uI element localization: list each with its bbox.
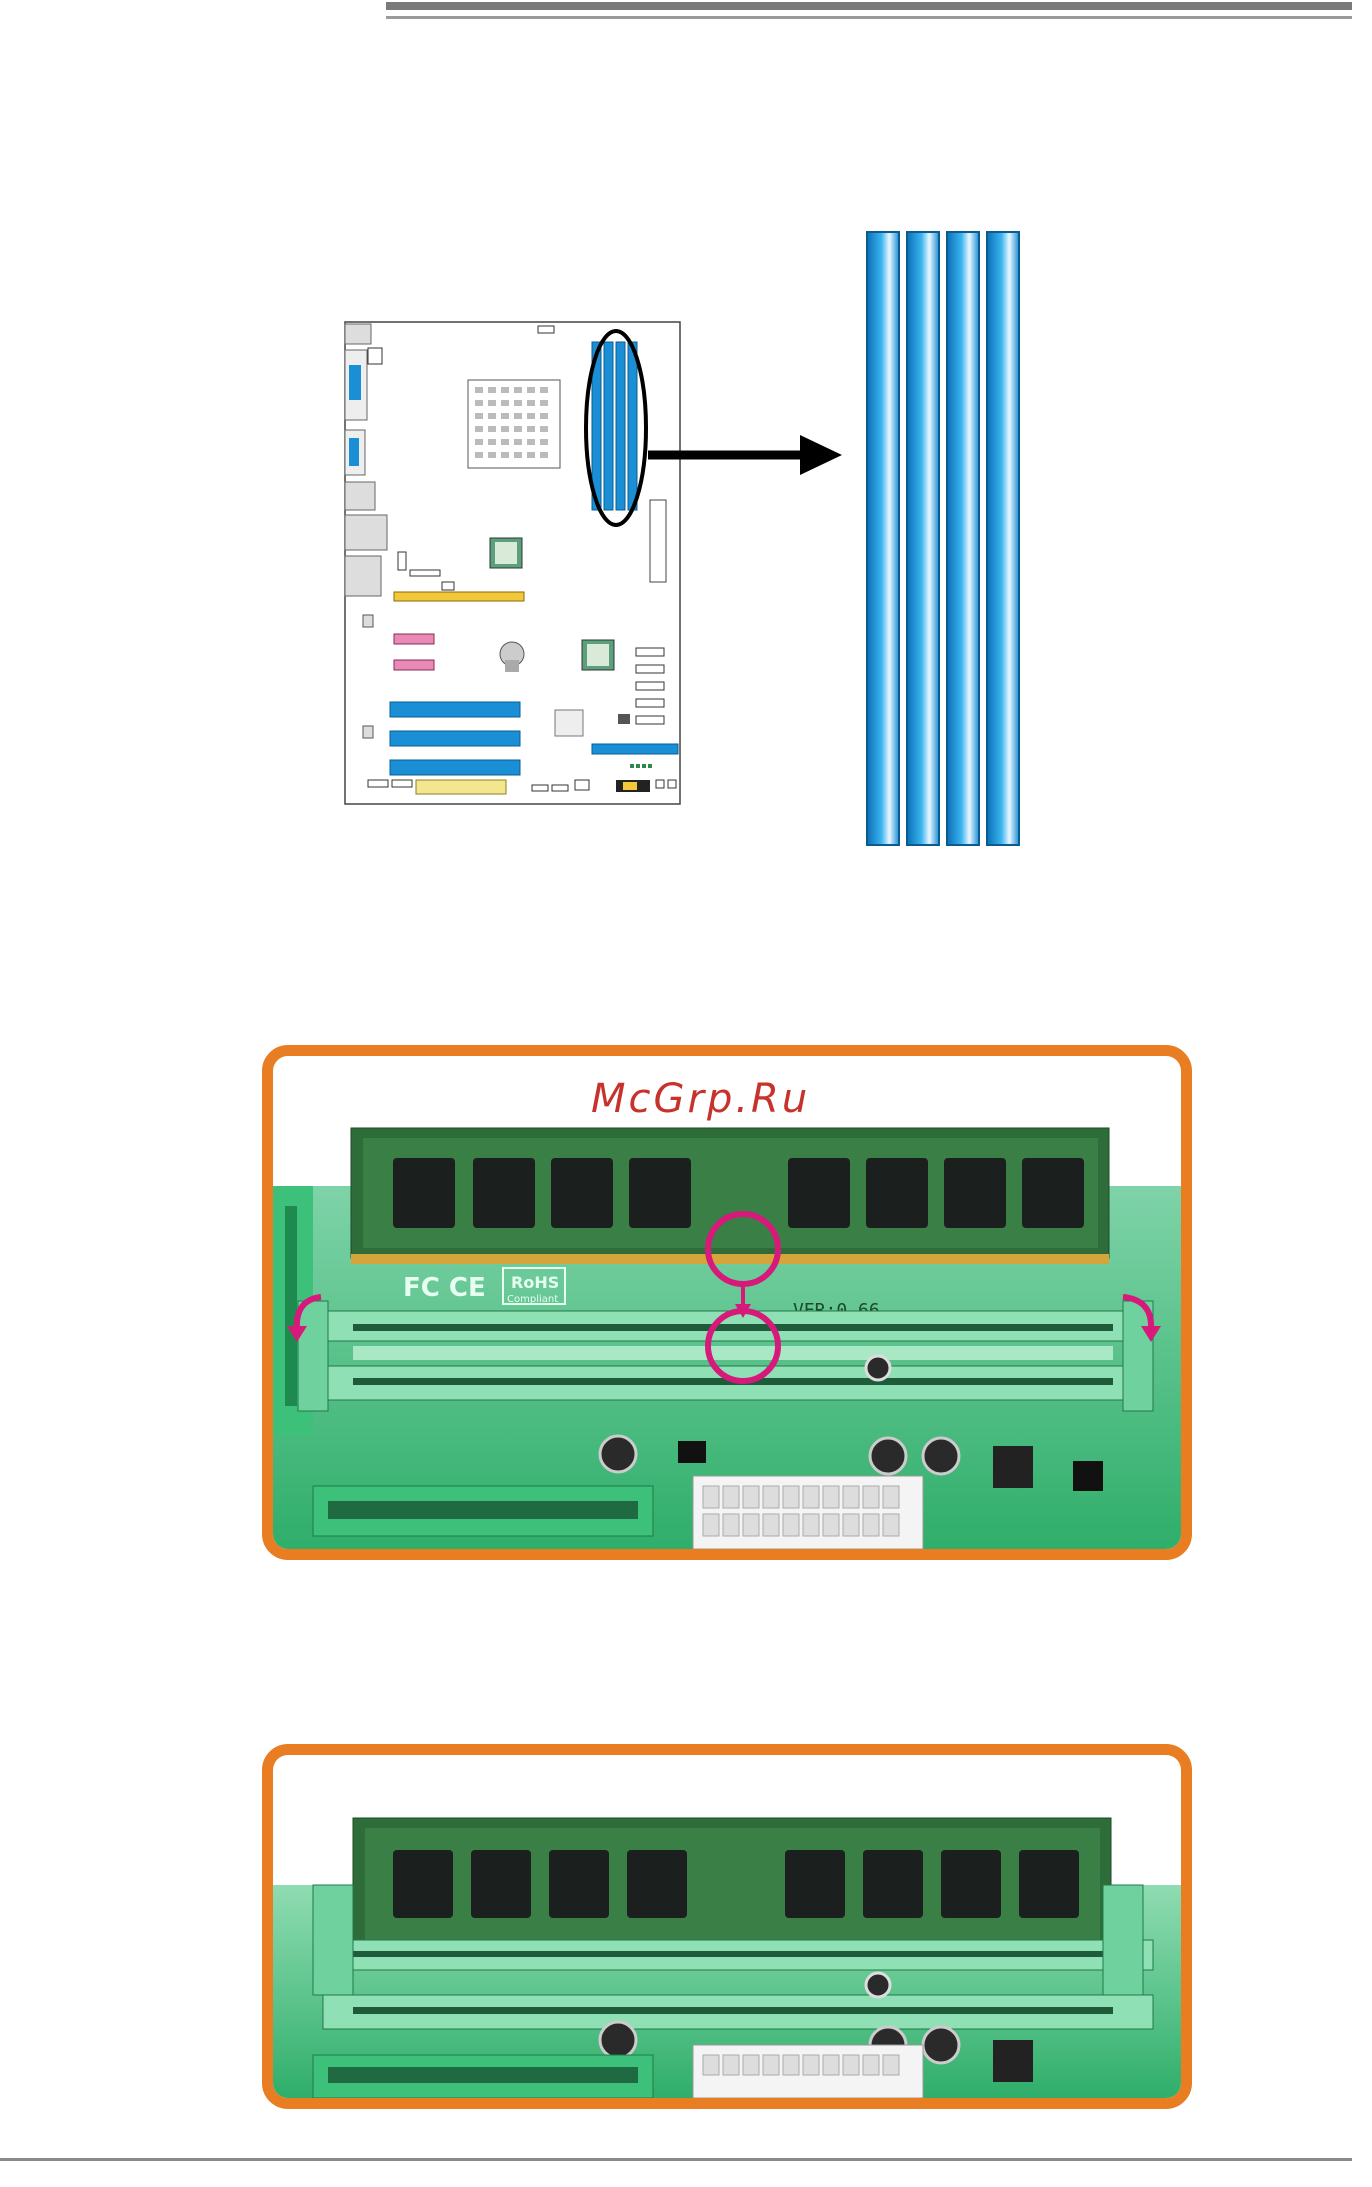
board-dimm-4 <box>628 342 637 510</box>
board-dimm-2 <box>604 342 613 510</box>
board-pci-2 <box>390 731 520 746</box>
large-dimm-slot-1 <box>867 232 899 845</box>
header-rule-thick <box>386 2 1352 10</box>
photo-frame-insert: FC CE RoHS Compliant VER:0.66 <box>262 1045 1192 1560</box>
photo-insert-module: FC CE RoHS Compliant VER:0.66 <box>273 1056 1181 1549</box>
rohs-label: RoHS <box>511 1273 559 1292</box>
large-dimm-slot-4 <box>987 232 1019 845</box>
watermark: McGrp.Ru <box>591 1076 810 1122</box>
large-dimm-slot-3 <box>947 232 979 845</box>
motherboard-diagram <box>330 220 1040 860</box>
board-dimm-3 <box>616 342 625 510</box>
compliant-label: Compliant <box>507 1294 558 1305</box>
photo-frame-installed <box>262 1744 1192 2109</box>
header-rule-thin <box>386 16 1352 19</box>
svg-text:FC CE: FC CE <box>403 1273 486 1303</box>
photo-installed-module <box>273 1755 1181 2098</box>
board-pci-1 <box>390 702 520 717</box>
board-pci-3 <box>390 760 520 775</box>
footer-rule <box>0 2158 1352 2161</box>
large-dimm-slot-2 <box>907 232 939 845</box>
